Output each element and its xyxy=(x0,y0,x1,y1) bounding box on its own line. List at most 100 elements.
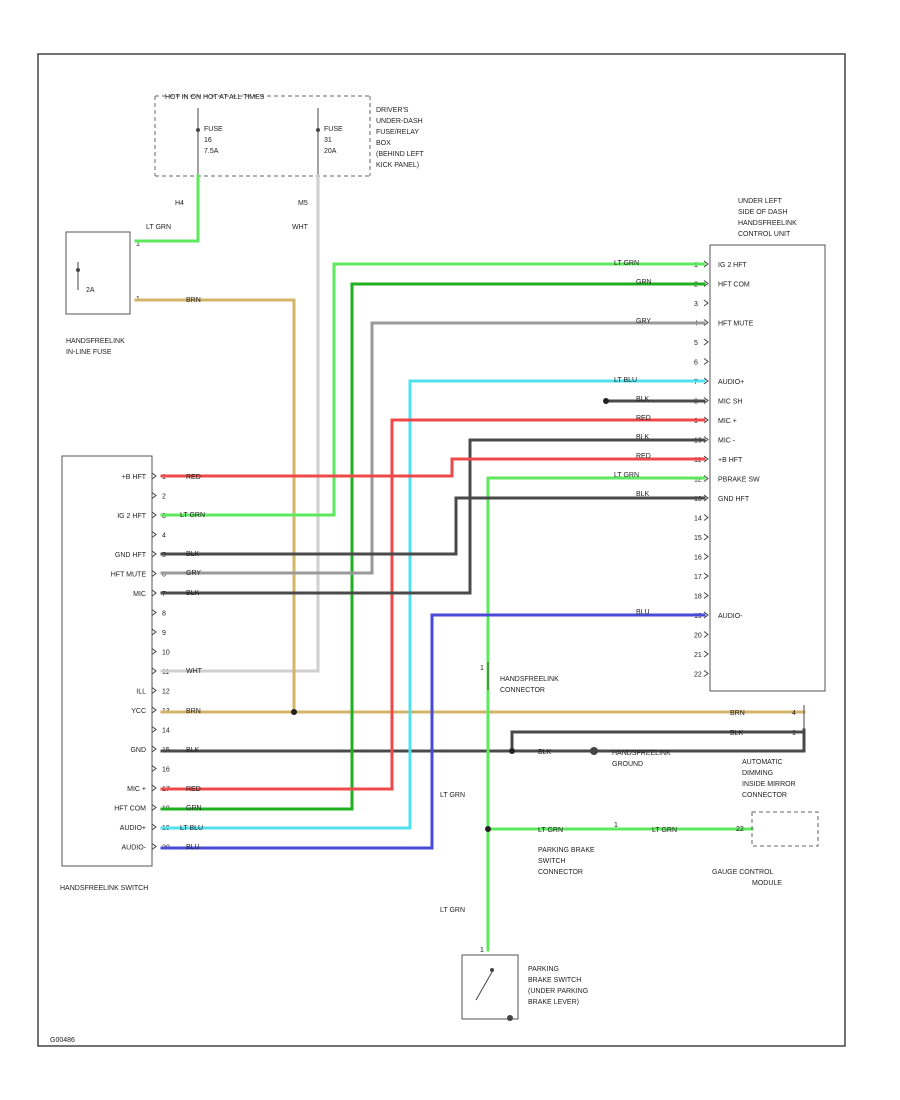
control-unit-title-1: CONTROL UNIT xyxy=(738,231,791,238)
fuse-box-location-2: FUSE/RELAY xyxy=(376,129,419,136)
inline-fuse-amps: 2A xyxy=(86,287,95,294)
cu-pin-number: 12 xyxy=(694,477,702,484)
fuse-box-location-5: KICK PANEL) xyxy=(376,162,419,169)
switch-pin-terminal xyxy=(151,843,157,850)
switch-pin-terminal xyxy=(151,765,157,772)
label-blu-sw20: BLU xyxy=(186,844,200,851)
switch-pin-terminal xyxy=(151,492,157,499)
label-grn-cu2: GRN xyxy=(636,279,652,286)
splice-junction-icon xyxy=(485,826,491,832)
label-blk-cu10: BLK xyxy=(636,434,650,441)
pb-connector-pin: 1 xyxy=(614,822,618,829)
switch-pin-terminal xyxy=(151,589,157,597)
switch-pin-number: 16 xyxy=(162,767,170,774)
label-blk-mirror: BLK xyxy=(730,730,744,737)
pb-connector-title-0: PARKING BRAKE xyxy=(538,847,595,854)
cu-pin-label: GND HFT xyxy=(718,496,750,503)
switch-pin-number: 8 xyxy=(162,611,166,618)
cu-pin-number: 16 xyxy=(694,555,702,562)
wire-grn-hftcom xyxy=(160,282,706,811)
cu-pin-number: 18 xyxy=(694,594,702,601)
inline-fuse: 2A HANDSFREELINK IN-LINE FUSE 1 1 xyxy=(65,231,140,356)
cu-pin-number: 17 xyxy=(694,574,702,581)
cu-pin-terminal xyxy=(703,650,709,658)
connector-title-1: CONNECTOR xyxy=(500,687,545,694)
control-unit-location-0: UNDER LEFT xyxy=(738,198,783,205)
switch-pin-terminal xyxy=(151,511,157,519)
ground-icon xyxy=(590,747,598,755)
footer-code: G00486 xyxy=(50,1037,75,1044)
switch-pin-label: MIC xyxy=(133,591,146,598)
fuse-left-amps: 7.5A xyxy=(204,148,219,155)
switch-pin-number: 9 xyxy=(162,630,166,637)
cu-pin-label: HFT MUTE xyxy=(718,321,754,328)
switch-pin-terminal xyxy=(151,706,157,714)
cu-pin-number: 20 xyxy=(694,633,702,640)
label-lt-grn-pb1: LT GRN xyxy=(538,827,563,834)
cu-pin-terminal xyxy=(703,494,709,502)
pb-connector-title-2: CONNECTOR xyxy=(538,869,583,876)
fuse-left-name: FUSE xyxy=(204,126,223,133)
handsfreelink-connector: 1 HANDSFREELINK CONNECTOR xyxy=(480,662,559,694)
switch-pin-label: AUDIO- xyxy=(122,845,147,852)
splice-junction-icon xyxy=(603,398,609,404)
inline-fuse-pin-in: 1 xyxy=(136,241,140,248)
switch-pin-terminal xyxy=(151,784,157,792)
gauge-pin: 22 xyxy=(736,826,744,833)
wire-blk-gnd-hft xyxy=(160,496,706,556)
label-lt-grn-cu1: LT GRN xyxy=(614,260,639,267)
inline-fuse-title-1: IN-LINE FUSE xyxy=(66,349,112,356)
pb-switch-pin: 1 xyxy=(480,947,484,954)
control-unit: UNDER LEFT SIDE OF DASH HANDSFREELINK CO… xyxy=(694,198,826,692)
label-blk-ground: BLK xyxy=(538,749,552,756)
fuse-16-icon xyxy=(196,128,200,132)
mirror-pin-brn: 4 xyxy=(792,710,796,717)
label-blk-sw15: BLK xyxy=(186,747,200,754)
power-header: HOT IN ON HOT AT ALL TIMES xyxy=(165,94,265,101)
label-brn-sw13: BRN xyxy=(186,708,201,715)
switch-pin-number: 10 xyxy=(162,650,170,657)
label-blk-sw7: BLK xyxy=(186,590,200,597)
fuse-right-number: 31 xyxy=(324,137,332,144)
label-lt-grn-lower: LT GRN xyxy=(440,907,465,914)
pb-connector-title-1: SWITCH xyxy=(538,858,566,865)
fuse-box-pin-m5: M5 xyxy=(298,200,308,207)
ground-title-0: HANDSFREELINK xyxy=(612,750,671,757)
switch-pin-label: GND xyxy=(130,747,146,754)
cu-pin-terminal xyxy=(703,260,709,268)
cu-pin-terminal xyxy=(703,611,709,619)
switch-pin-number: 12 xyxy=(162,689,170,696)
label-lt-grn-cu12: LT GRN xyxy=(614,472,639,479)
fuse-box-location-3: BOX xyxy=(376,140,391,147)
connector-pin: 1 xyxy=(480,665,484,672)
cu-pin-label: HFT COM xyxy=(718,282,750,289)
pb-switch-title-3: BRAKE LEVER) xyxy=(528,999,579,1006)
cu-pin-terminal xyxy=(703,670,709,677)
switch-pin-terminal xyxy=(151,648,157,655)
cu-pin-label: MIC SH xyxy=(718,399,743,406)
wire-lt-grn-pbrake xyxy=(486,476,706,952)
fuse-left-number: 16 xyxy=(204,137,212,144)
label-red-cu11: RED xyxy=(636,453,651,460)
mirror-connector: 4 1 AUTOMATIC DIMMING INSIDE MIRROR CONN… xyxy=(742,705,805,799)
label-brn-mirror: BRN xyxy=(730,710,745,717)
control-unit-title-0: HANDSFREELINK xyxy=(738,220,797,227)
ground-title-1: GROUND xyxy=(612,761,643,768)
mirror-title-0: AUTOMATIC xyxy=(742,759,783,766)
cu-pin-label: IG 2 HFT xyxy=(718,262,748,269)
gauge-control-module: 22 GAUGE CONTROL MODULE xyxy=(712,811,819,887)
wire-labels: LT GRN WHT BRN LT GRN GRN GRY LT BLU BLK… xyxy=(146,224,745,914)
cu-pin-terminal xyxy=(703,338,709,346)
cu-pin-label: MIC - xyxy=(718,438,736,445)
switch-pin-terminal xyxy=(151,531,157,538)
fuse-box-pin-h4: H4 xyxy=(175,200,184,207)
switch-pin-terminal xyxy=(151,726,157,733)
fuse-31-icon xyxy=(316,128,320,132)
cu-pin-number: 3 xyxy=(694,301,698,308)
label-red-sw1: RED xyxy=(186,474,201,481)
pb-switch-title-0: PARKING xyxy=(528,966,559,973)
switch-pin-terminal xyxy=(151,550,157,558)
mirror-title-1: DIMMING xyxy=(742,770,773,777)
switch-pin-label: YCC xyxy=(131,708,146,715)
switch-pin-terminal xyxy=(151,804,157,811)
